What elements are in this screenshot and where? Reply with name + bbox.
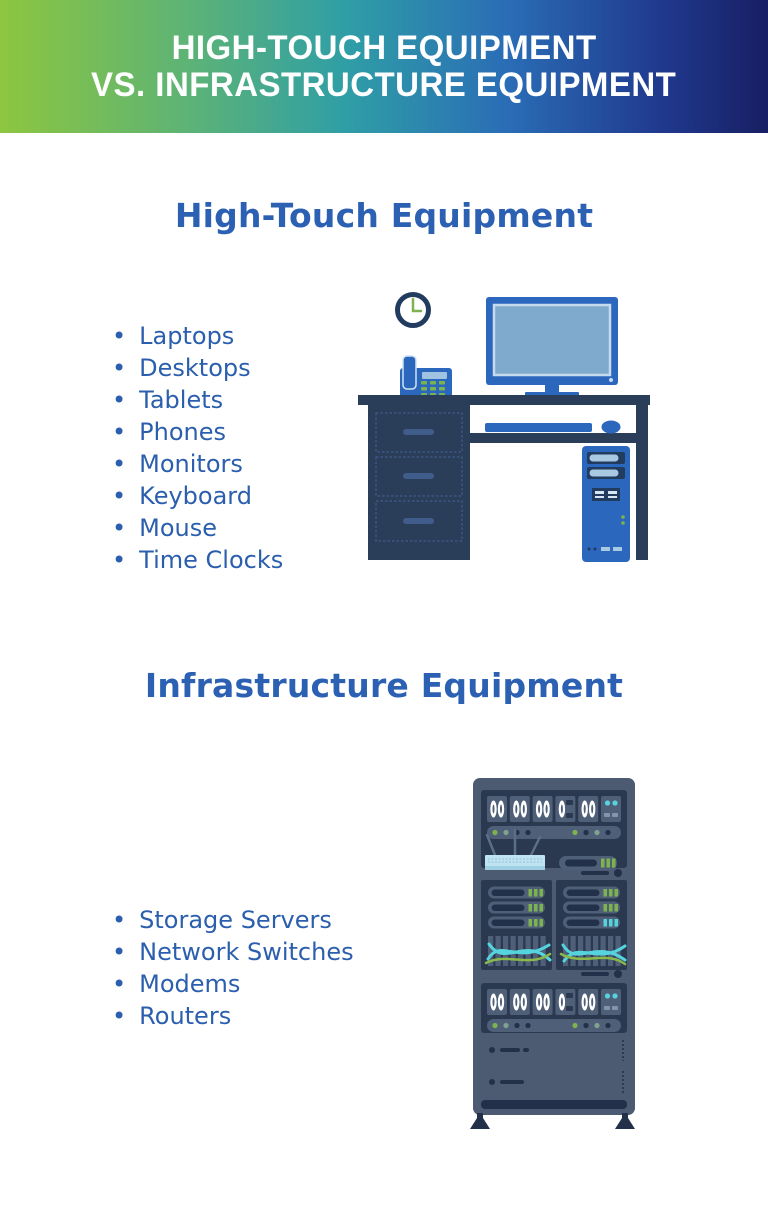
- rack-drawer: [481, 1037, 627, 1064]
- list-item: Phones: [112, 416, 283, 448]
- high-touch-list: Laptops Desktops Tablets Phones Monitors…: [112, 320, 283, 576]
- list-item: Monitors: [112, 448, 283, 480]
- header-banner: HIGH-TOUCH EQUIPMENT VS. INFRASTRUCTURE …: [0, 0, 768, 133]
- list-item: Storage Servers: [112, 904, 354, 936]
- tape-drive-panel-bottom: [481, 983, 627, 1033]
- server-rack-illustration: [455, 762, 645, 1134]
- server-panel-left: [481, 880, 552, 970]
- banner-title-line2: VS. INFRASTRUCTURE EQUIPMENT: [91, 65, 677, 104]
- computer-tower-icon: [582, 446, 630, 562]
- list-item: Network Switches: [112, 936, 353, 968]
- rack-drawer: [481, 1068, 627, 1097]
- section-title-high-touch: High-Touch Equipment: [174, 196, 594, 235]
- banner-title-line1: HIGH-TOUCH EQUIPMENT: [171, 28, 597, 67]
- infrastructure-list: Storage Servers Network Switches Modems …: [112, 904, 354, 1032]
- tape-drive-panel-top: [481, 790, 627, 868]
- list-item: Time Clocks: [112, 544, 283, 576]
- desk-icon: [358, 395, 650, 560]
- wall-clock-icon: [395, 292, 431, 328]
- list-item: Routers: [112, 1000, 354, 1032]
- section-title-infrastructure: Infrastructure Equipment: [144, 666, 624, 705]
- list-item: Mouse: [112, 512, 283, 544]
- rack-module-icon: [559, 856, 617, 870]
- list-item: Laptops: [112, 320, 283, 352]
- router-icon: [485, 828, 545, 870]
- desk-phone-icon: [400, 355, 452, 399]
- list-item: Keyboard: [112, 480, 283, 512]
- office-desk-illustration: [353, 282, 653, 574]
- keyboard-icon: [485, 423, 592, 432]
- rack-feet: [470, 1113, 635, 1129]
- mouse-icon: [601, 420, 621, 434]
- list-item: Tablets: [112, 384, 283, 416]
- server-rack-icon: [470, 778, 635, 1129]
- list-item: Modems: [112, 968, 354, 1000]
- list-item: Desktops: [112, 352, 283, 384]
- monitor-icon: [486, 297, 618, 399]
- server-panel-right: [556, 880, 627, 970]
